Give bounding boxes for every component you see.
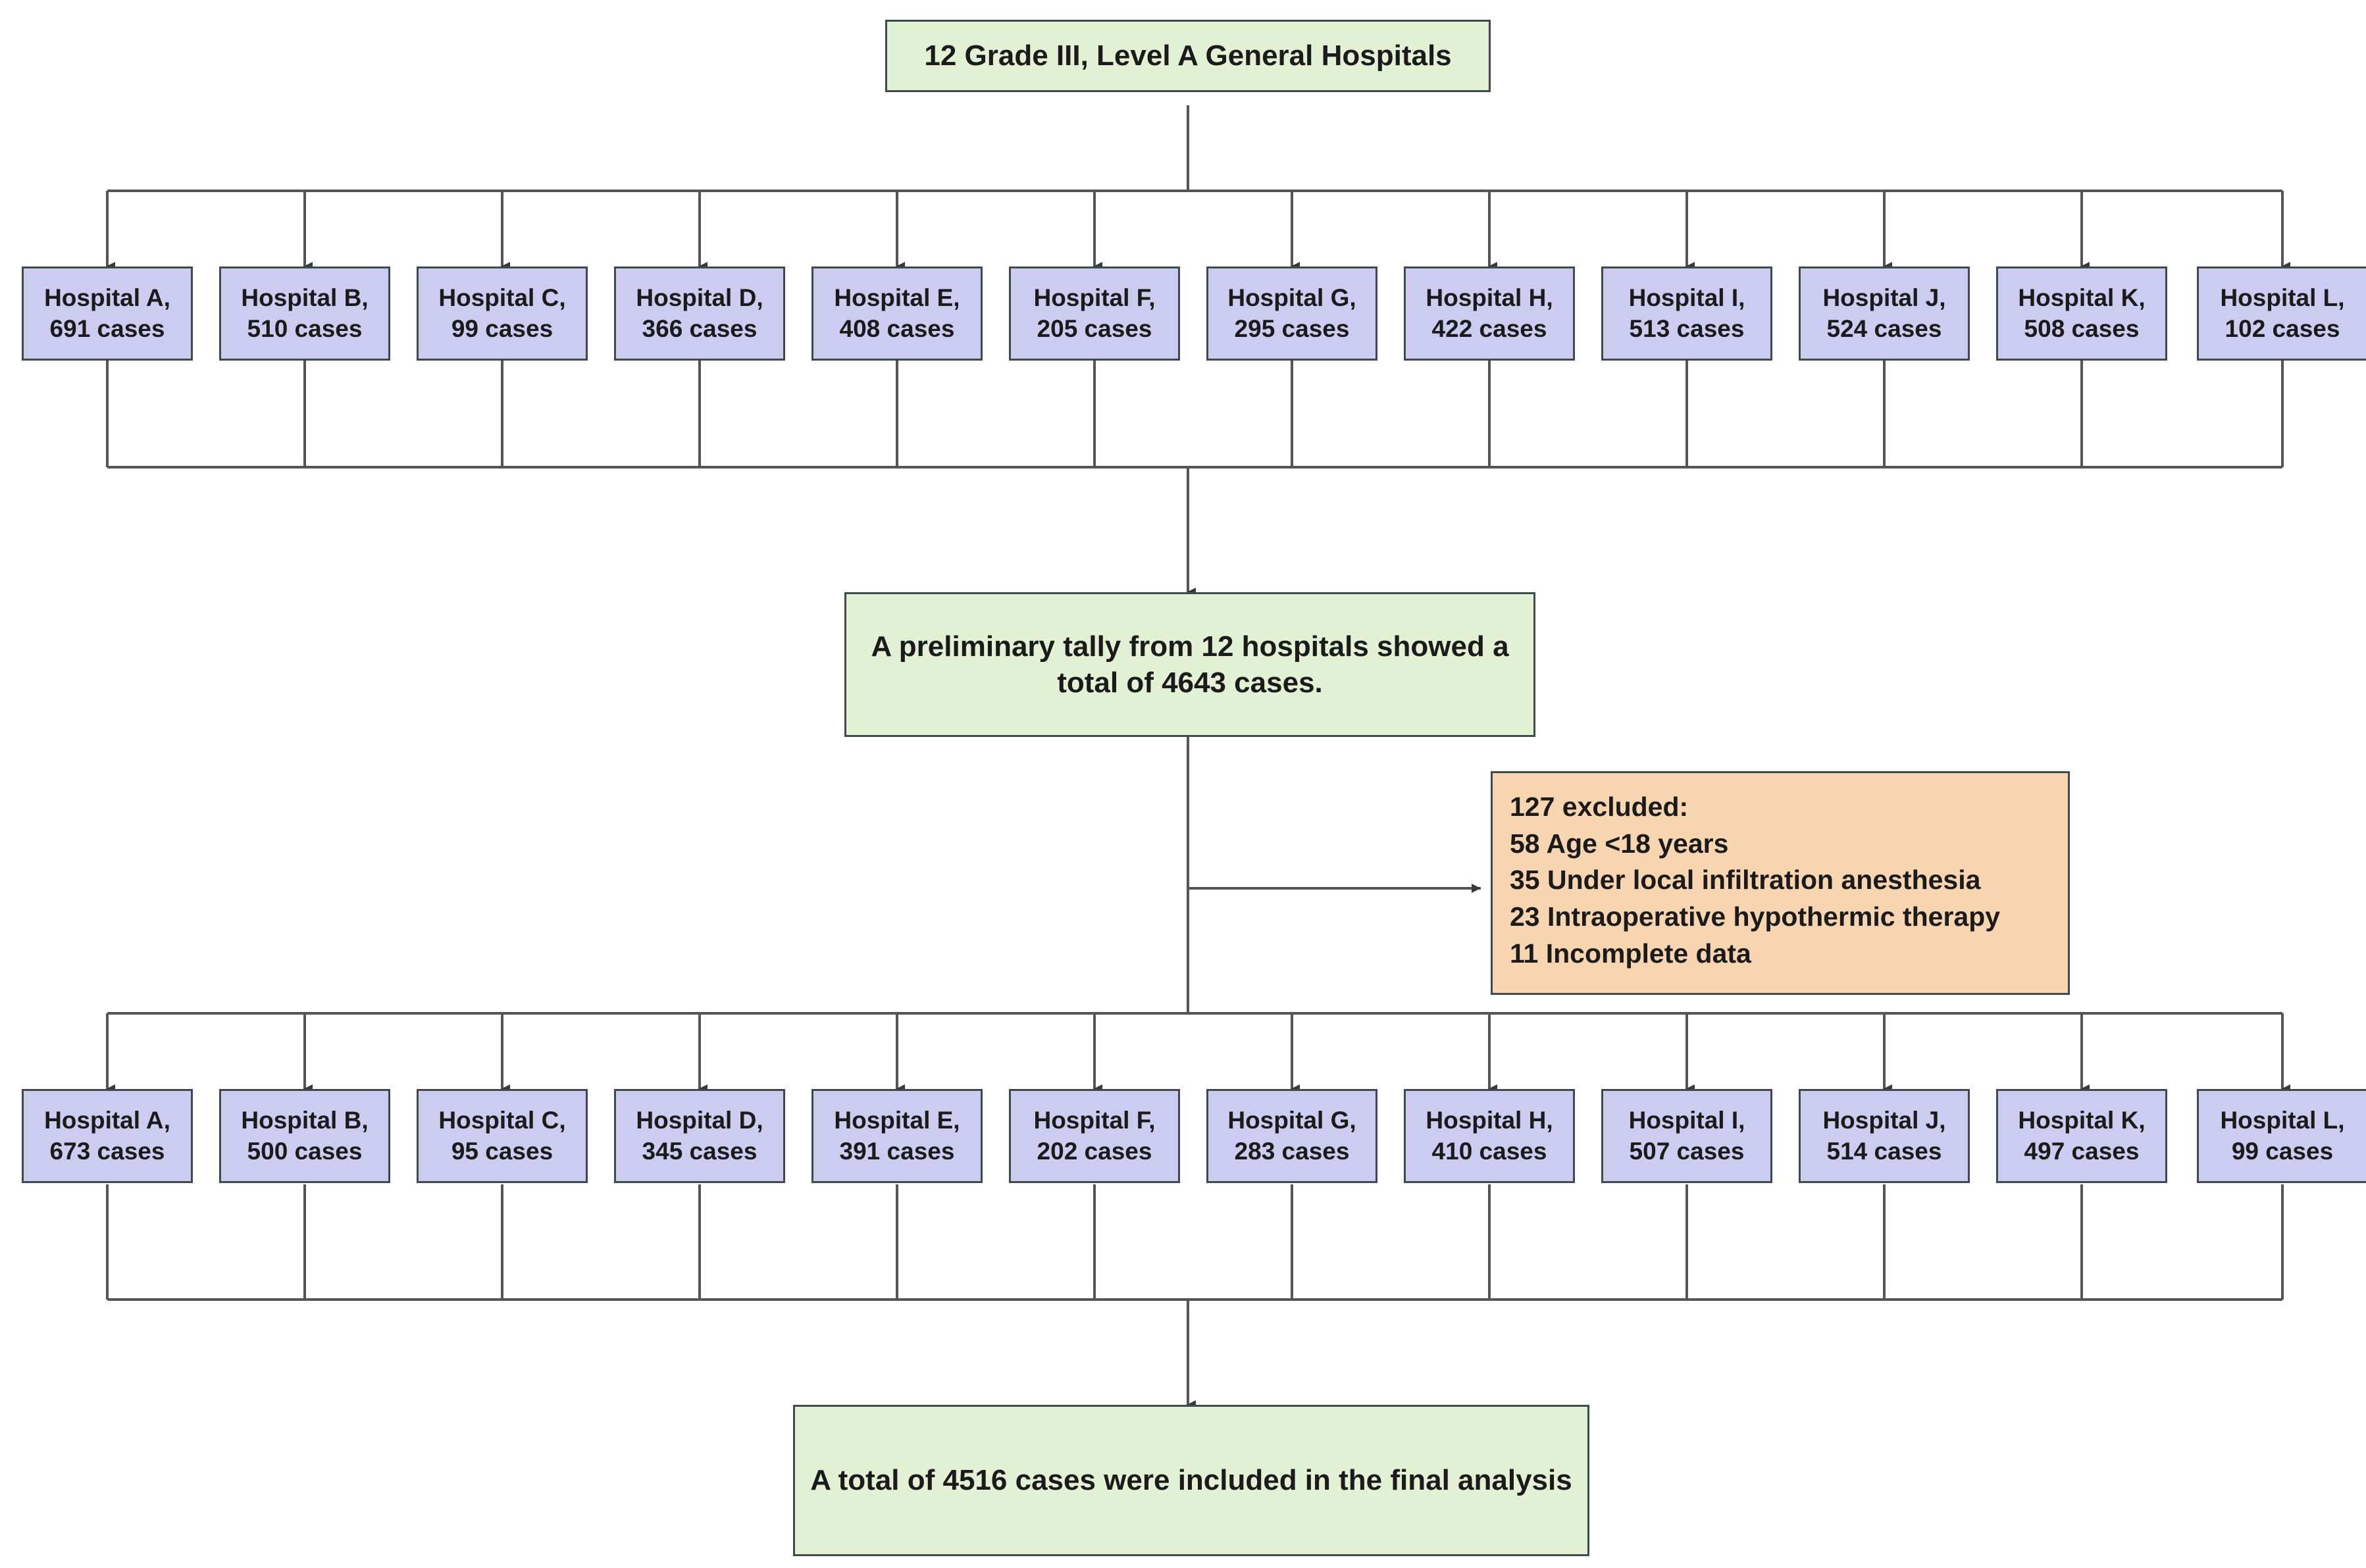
hospital-box-top-j: Hospital J, 524 cases [1799, 266, 1970, 361]
hospital-box-bottom-a: Hospital A, 673 cases [22, 1089, 193, 1183]
hospital-box-bottom-g: Hospital G, 283 cases [1206, 1089, 1377, 1183]
hospital-box-top-g: Hospital G, 295 cases [1206, 266, 1377, 361]
hospital-box-bottom-h: Hospital H, 410 cases [1404, 1089, 1575, 1183]
hospital-box-bottom-b: Hospital B, 500 cases [219, 1089, 390, 1183]
hospital-box-top-b: Hospital B, 510 cases [219, 266, 390, 361]
hospital-box-top-f: Hospital F, 205 cases [1009, 266, 1180, 361]
hospital-box-bottom-l: Hospital L, 99 cases [2197, 1089, 2366, 1183]
hospital-box-bottom-d: Hospital D, 345 cases [614, 1089, 785, 1183]
hospital-box-top-d: Hospital D, 366 cases [614, 266, 785, 361]
exclusion-line-hypothermia: 23 Intraoperative hypothermic therapy [1510, 901, 2001, 932]
hospital-box-bottom-f: Hospital F, 202 cases [1009, 1089, 1180, 1183]
exclusion-line-total: 127 excluded: [1510, 792, 1689, 822]
hospital-box-top-a: Hospital A, 691 cases [22, 266, 193, 361]
exclusion-list: 127 excluded: 58 Age <18 years 35 Under … [1510, 790, 2000, 971]
hospital-box-top-i: Hospital I, 513 cases [1601, 266, 1772, 361]
hospital-box-top-k: Hospital K, 508 cases [1996, 266, 2167, 361]
hospital-box-top-e: Hospital E, 408 cases [811, 266, 983, 361]
hospital-box-top-l: Hospital L, 102 cases [2197, 266, 2366, 361]
hospital-box-bottom-c: Hospital C, 95 cases [417, 1089, 588, 1183]
exclusion-box: 127 excluded: 58 Age <18 years 35 Under … [1491, 771, 2070, 995]
exclusion-line-anesthesia: 35 Under local infiltration anesthesia [1510, 865, 1981, 896]
exclusion-line-age: 58 Age <18 years [1510, 828, 1729, 859]
final-analysis-box: A total of 4516 cases were included in t… [793, 1405, 1589, 1556]
hospital-box-top-c: Hospital C, 99 cases [417, 266, 588, 361]
hospital-box-bottom-i: Hospital I, 507 cases [1601, 1089, 1772, 1183]
hospital-box-bottom-j: Hospital J, 514 cases [1799, 1089, 1970, 1183]
preliminary-tally-box: A preliminary tally from 12 hospitals sh… [844, 592, 1535, 737]
hospital-box-bottom-k: Hospital K, 497 cases [1996, 1089, 2167, 1183]
hospital-box-top-h: Hospital H, 422 cases [1404, 266, 1575, 361]
title-box: 12 Grade III, Level A General Hospitals [885, 20, 1491, 92]
hospital-box-bottom-e: Hospital E, 391 cases [811, 1089, 983, 1183]
exclusion-line-incomplete: 11 Incomplete data [1510, 938, 1751, 969]
